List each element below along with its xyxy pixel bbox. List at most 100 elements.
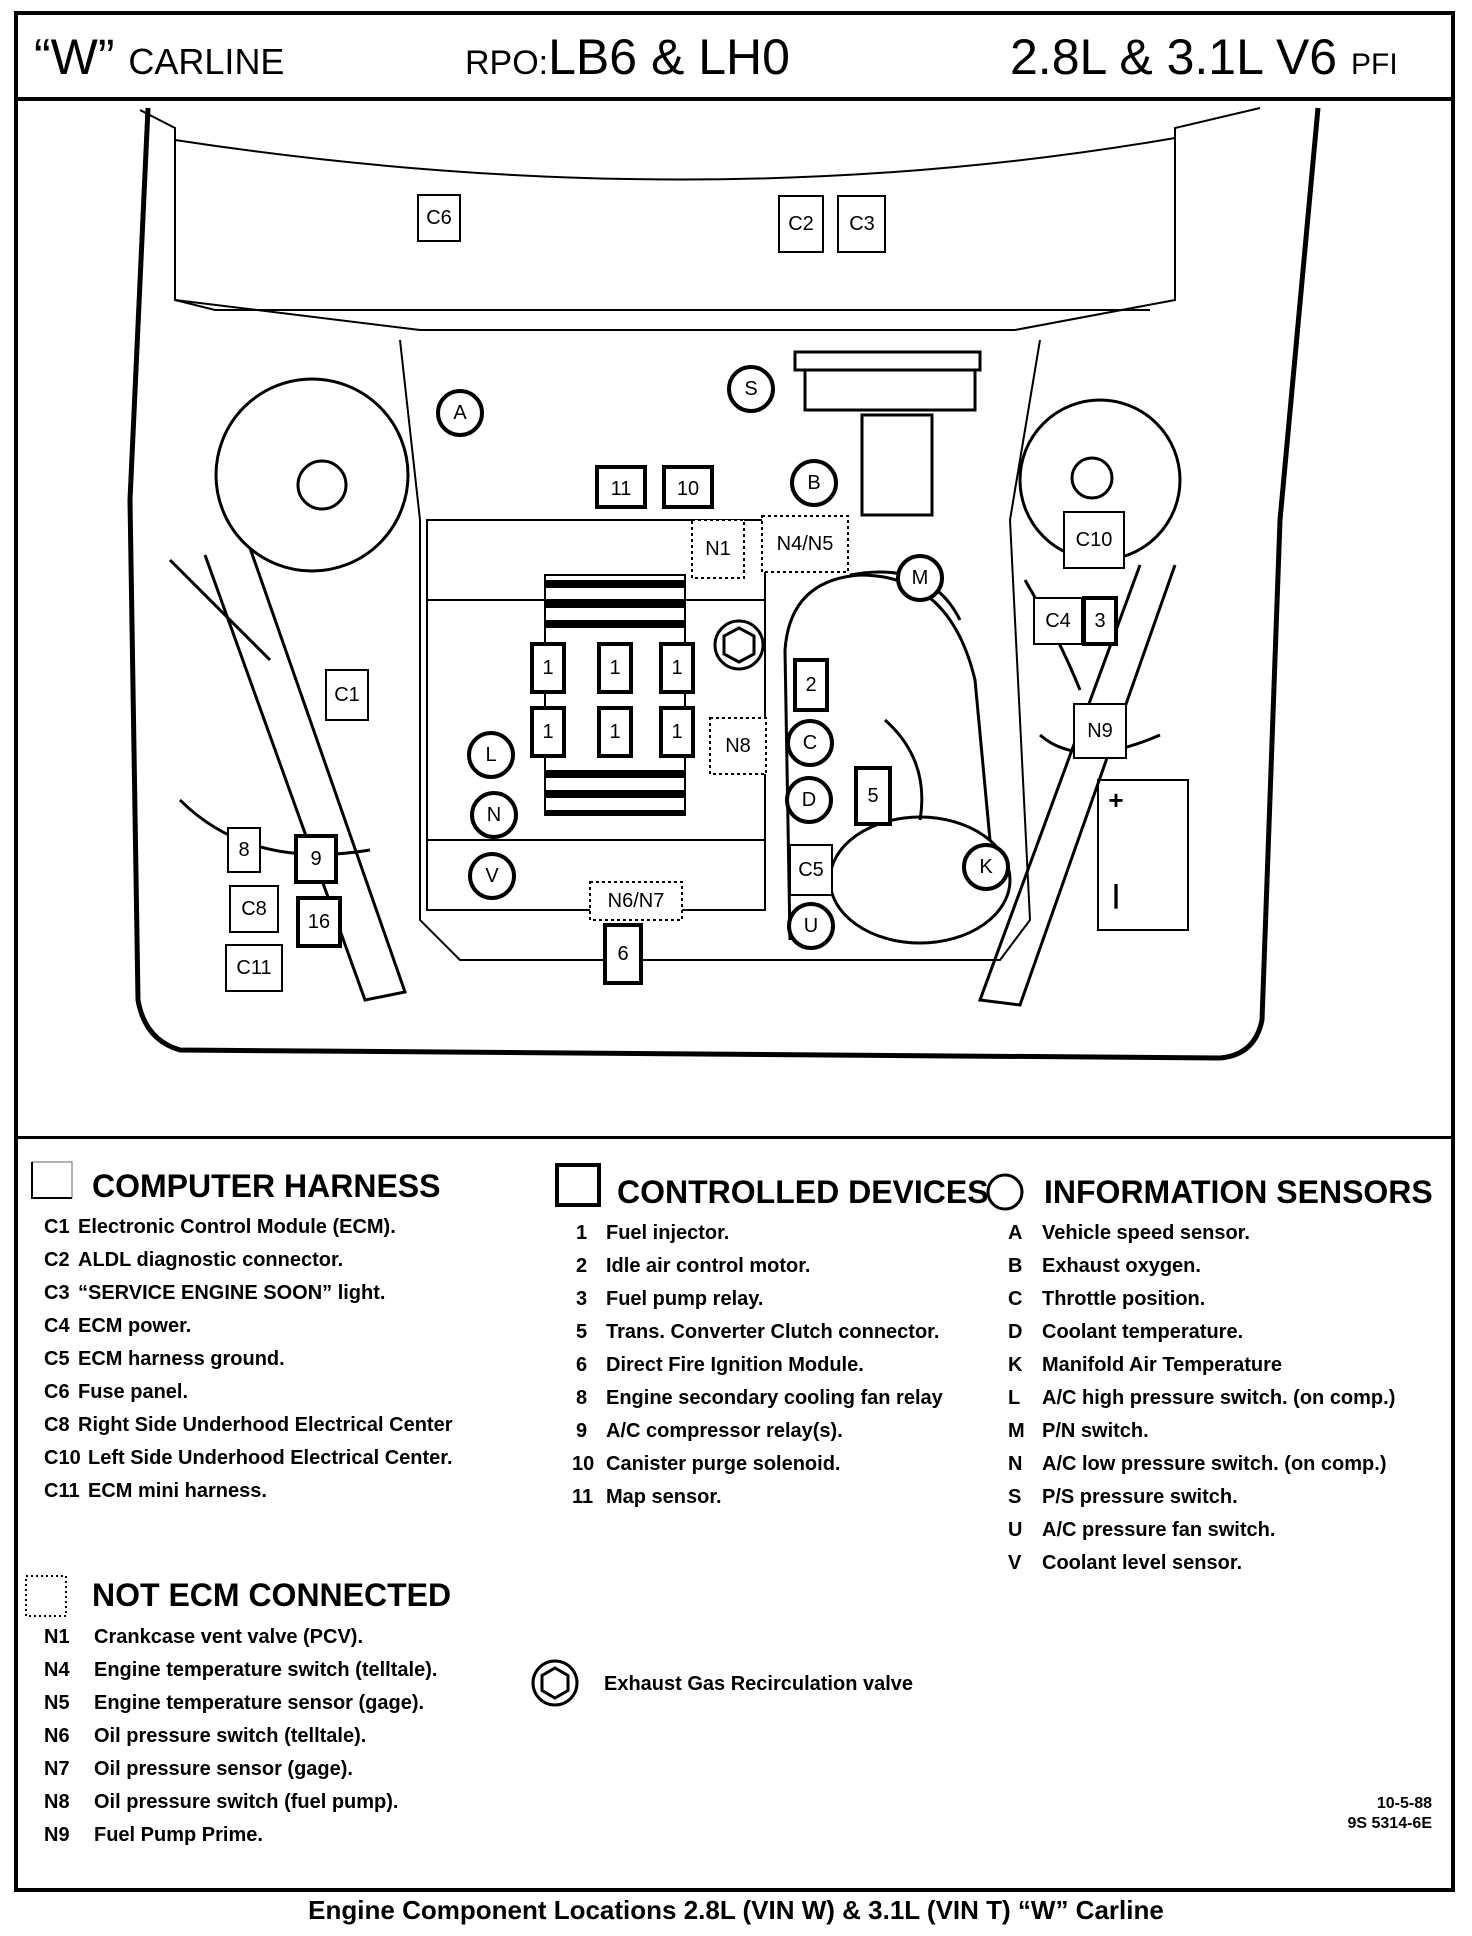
battery-plus: + <box>1108 785 1123 815</box>
not-ecm-box: N1 <box>691 519 745 579</box>
device-label: 16 <box>308 911 330 933</box>
header-rule <box>14 97 1455 101</box>
device-box: 2 <box>793 658 829 712</box>
not-ecm-box: N8 <box>709 717 767 775</box>
device-label: 9 <box>310 848 321 870</box>
sensor-circle: N <box>470 791 518 839</box>
sensor-label: B <box>807 472 820 494</box>
sensor-label: M <box>912 567 929 589</box>
sensor-label: U <box>804 915 818 937</box>
harness-label: C10 <box>1076 529 1113 551</box>
device-label: 11 <box>611 478 632 500</box>
header-rpo: RPO:LB6 & LH0 <box>465 28 790 86</box>
device-box: 6 <box>603 923 643 985</box>
rpo-value: LB6 & LH0 <box>548 29 790 85</box>
harness-box: C5 <box>789 844 833 896</box>
egr-legend-icon <box>531 1659 579 1707</box>
harness-label: C3 <box>849 213 875 235</box>
harness-box: C2 <box>778 195 824 253</box>
engine-diagram: C6 C2 C3 C10 C4 C1 C5 C8 C11 11 10 1 1 1… <box>127 107 1321 1061</box>
harness-label: C1 <box>334 684 360 706</box>
device-box: 1 <box>659 642 695 694</box>
device-boxes: 11 10 1 1 1 1 1 1 2 3 5 6 8 9 16 <box>227 465 1118 985</box>
not-ecm-label: N1 <box>705 538 731 560</box>
device-label: 1 <box>609 657 620 679</box>
device-box: 1 <box>530 706 566 758</box>
harness-label: C4 <box>1045 610 1071 632</box>
sensor-circle: U <box>787 902 835 950</box>
not-ecm-legend-icon <box>25 1575 67 1617</box>
device-label: 1 <box>542 657 553 679</box>
doc-date: 10-5-88 <box>1376 1795 1432 1812</box>
not-ecm-label: N9 <box>1087 720 1113 742</box>
device-box: 1 <box>597 706 633 758</box>
sensor-circle: V <box>468 852 516 900</box>
device-label: 10 <box>677 478 699 500</box>
harness-box: C1 <box>325 669 369 721</box>
page-frame <box>14 11 1455 1892</box>
carline-quote: “W” <box>34 29 115 85</box>
device-label: 1 <box>542 721 553 743</box>
device-label: 1 <box>671 721 682 743</box>
harness-label: C8 <box>241 898 267 920</box>
sensor-circle: B <box>790 459 838 507</box>
engine-suffix: PFI <box>1351 48 1398 81</box>
device-label: 2 <box>805 674 816 696</box>
harness-label: C5 <box>798 859 824 881</box>
carline-word: CARLINE <box>128 41 285 82</box>
sensor-circle: D <box>785 776 833 824</box>
sensor-label: A <box>453 402 467 424</box>
device-label: 8 <box>238 839 249 861</box>
not-ecm-boxes: N1 N4/N5 N8 N9 N6/N7 <box>589 515 1127 921</box>
egr-note: Exhaust Gas Recirculation valve <box>604 1673 914 1695</box>
device-box: 8 <box>227 827 261 873</box>
list-item: C3“SERVICE ENGINE SOON” light. <box>44 1282 386 1304</box>
battery-minus: | <box>1112 879 1119 909</box>
sensor-label: K <box>979 856 993 878</box>
egr-valve-icon <box>713 619 765 671</box>
header-carline: “W” CARLINE <box>34 28 284 86</box>
not-ecm-label: N8 <box>725 735 751 757</box>
sensor-circle: A <box>436 389 484 437</box>
device-label: 5 <box>867 785 878 807</box>
not-ecm-box: N6/N7 <box>589 881 683 921</box>
device-box: 16 <box>296 896 342 948</box>
doc-number: 9S 5314-6E <box>1347 1815 1432 1832</box>
device-box: 10 <box>662 465 714 509</box>
device-label: 1 <box>609 721 620 743</box>
device-box: 9 <box>294 834 338 884</box>
figure-caption: Engine Component Locations 2.8L (VIN W) … <box>308 1895 1164 1925</box>
device-box: 3 <box>1082 596 1118 646</box>
controlled-legend-icon <box>555 1163 601 1207</box>
diagram-rule <box>14 1136 1455 1139</box>
information-sensors-title: INFORMATION SENSORS <box>1044 1174 1433 1210</box>
sensor-label: D <box>802 789 816 811</box>
not-ecm-box: N9 <box>1073 703 1127 759</box>
device-label: 6 <box>617 943 628 965</box>
sensor-circle: L <box>467 731 515 779</box>
sensor-circles: A S B M C D K L N V U <box>436 365 1010 950</box>
doc-date-block: 10-5-88 9S 5314-6E <box>1347 1794 1432 1834</box>
sensor-legend-icon <box>986 1173 1024 1211</box>
